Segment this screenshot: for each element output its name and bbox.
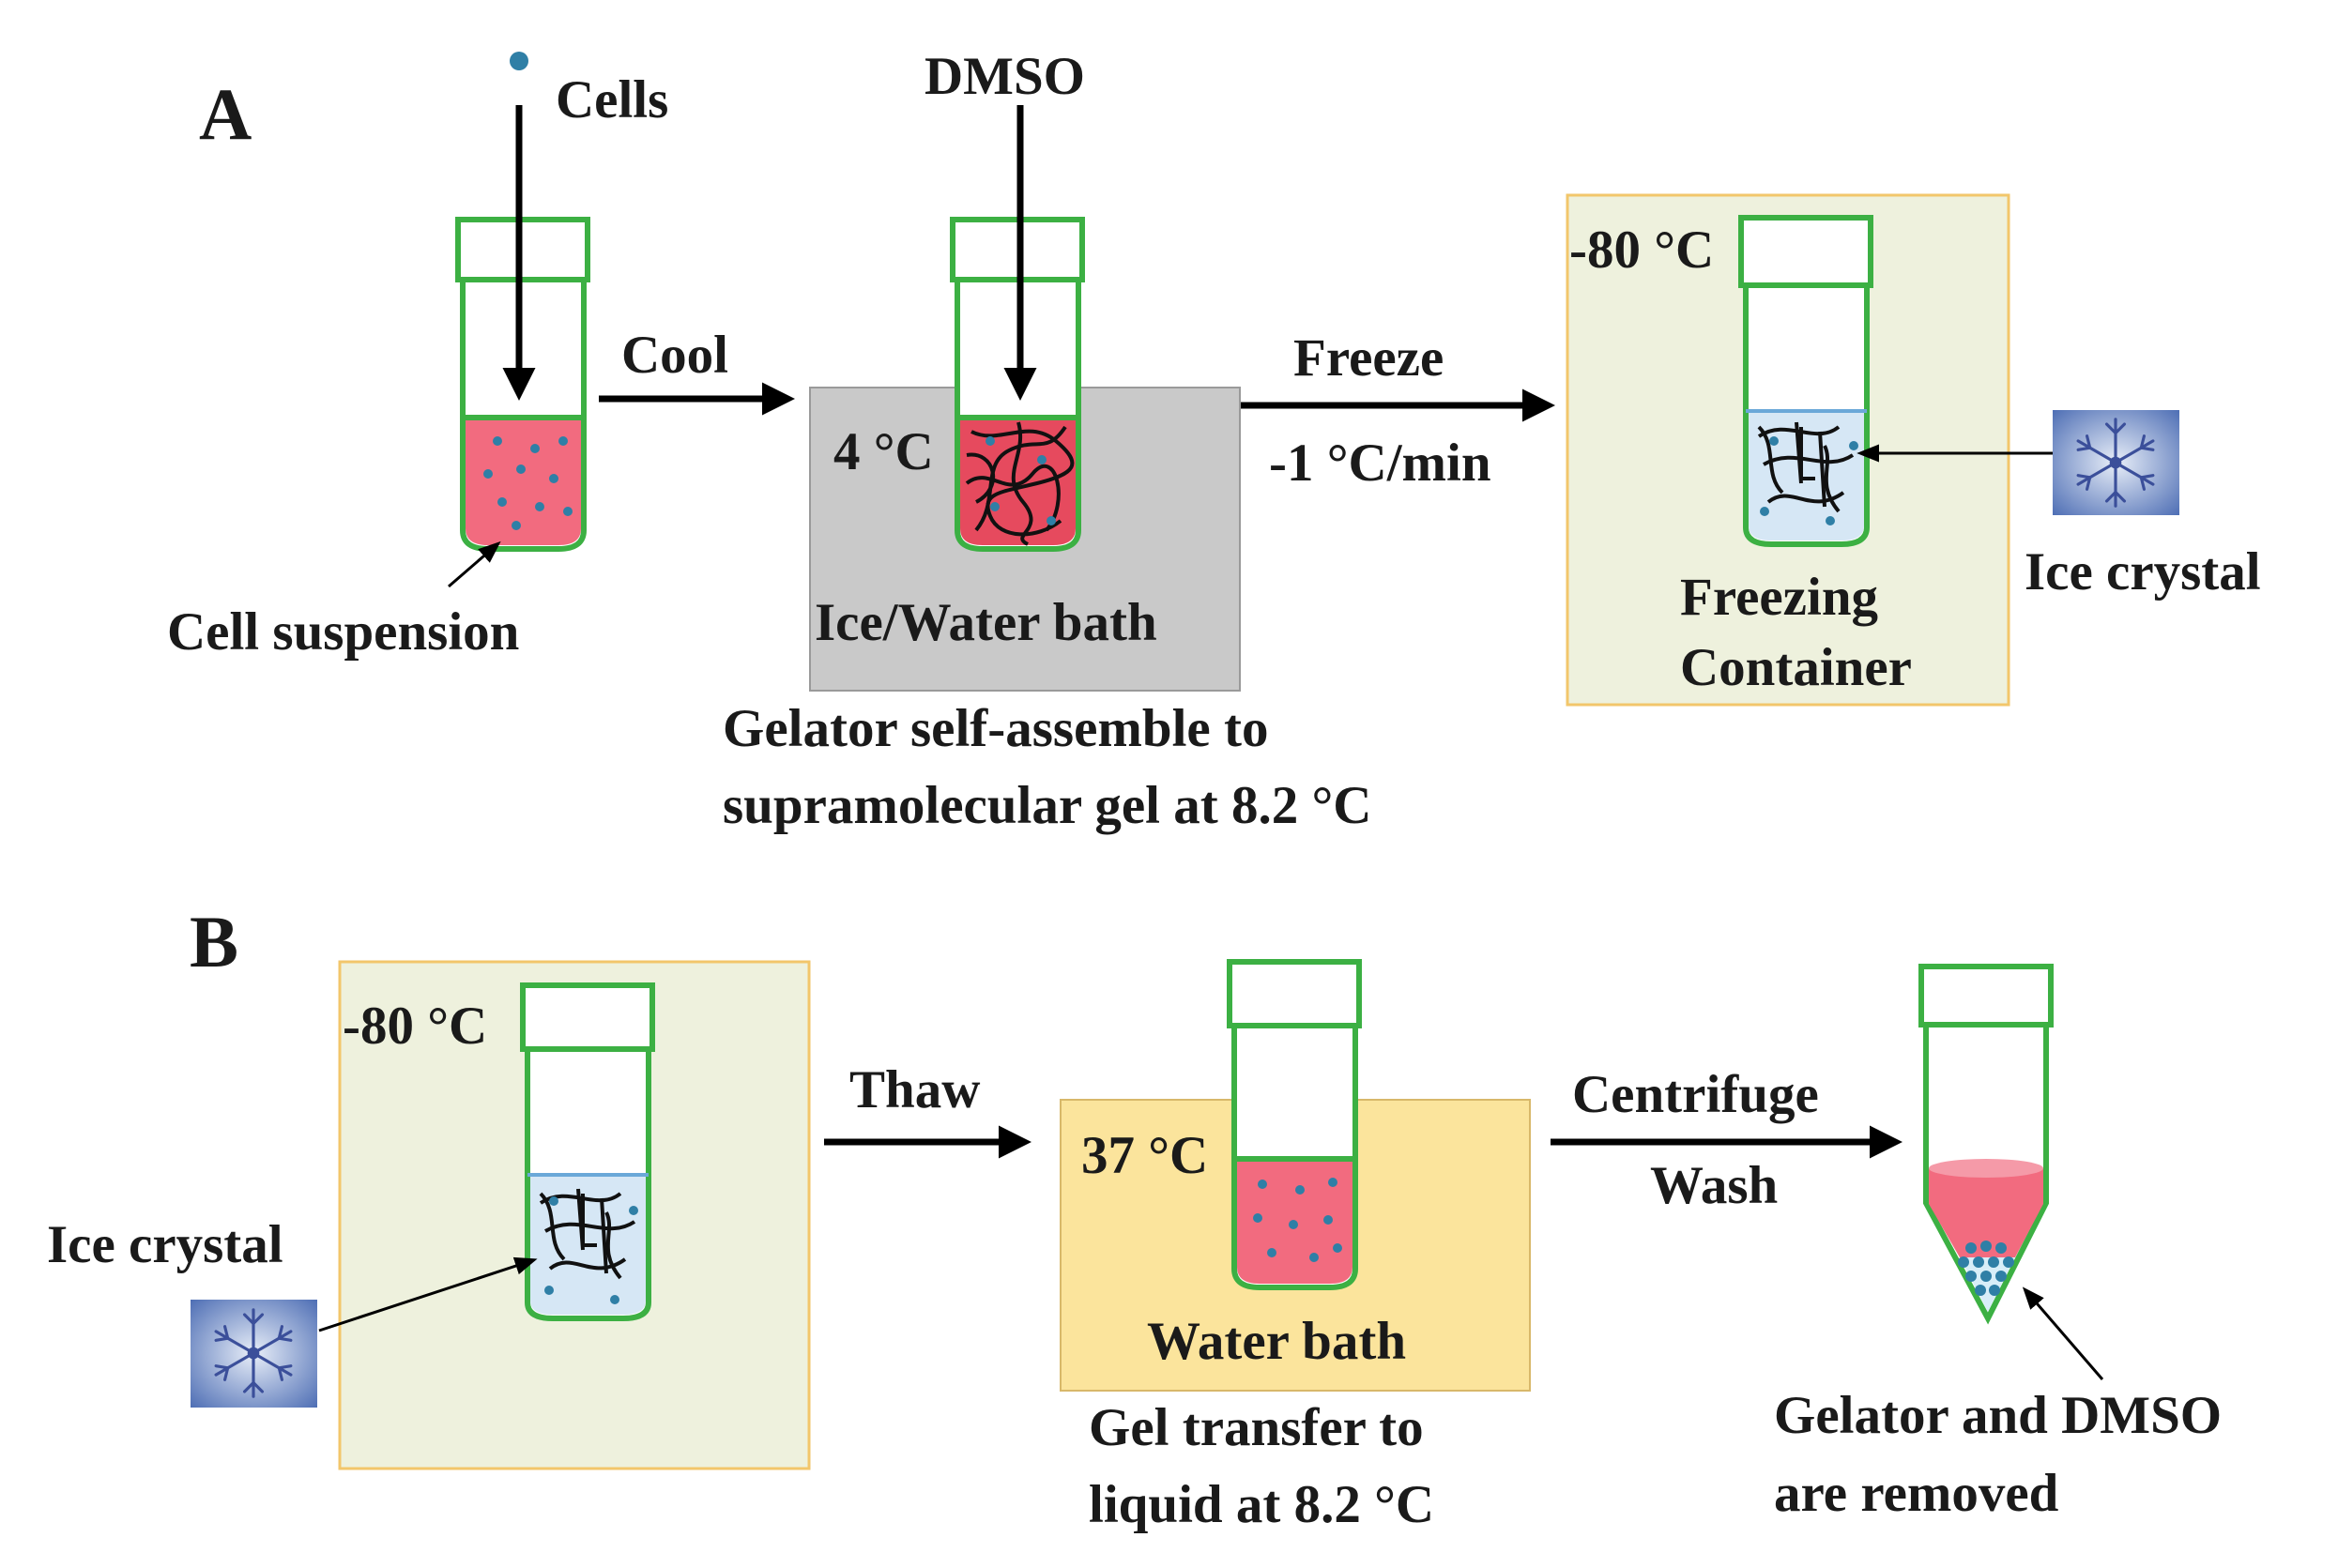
cell-suspension-pointer xyxy=(448,540,501,588)
dmso-label: DMSO xyxy=(925,47,1085,106)
gelator-caption-line2: supramolecular gel at 8.2 °C xyxy=(723,776,1371,835)
centrifuge-label: Centrifuge xyxy=(1572,1065,1819,1124)
gel-caption-line2: liquid at 8.2 °C xyxy=(1089,1475,1434,1534)
pelleted-cells xyxy=(1958,1241,2014,1296)
tube-cap xyxy=(1738,215,1873,288)
tube-cap xyxy=(520,982,655,1052)
tube-gel xyxy=(950,217,1085,552)
temp-minus80-label: -80 °C xyxy=(1569,221,1714,280)
tube-cap xyxy=(1227,959,1362,1028)
ice-crystal-label-b: Ice crystal xyxy=(47,1215,283,1274)
tube-cell-suspension xyxy=(455,217,590,552)
ice-water-bath-label: Ice/Water bath xyxy=(815,593,1157,652)
temp-37c-label: 37 °C xyxy=(1081,1126,1208,1185)
removed-caption-line1: Gelator and DMSO xyxy=(1774,1386,2222,1445)
tube-thawed xyxy=(1227,959,1362,1290)
wash-label: Wash xyxy=(1650,1156,1778,1215)
tube-frozen-b xyxy=(520,982,655,1321)
water-bath-label: Water bath xyxy=(1147,1312,1406,1371)
freeze-label: Freeze xyxy=(1293,328,1444,388)
removed-caption-line2: are removed xyxy=(1774,1464,2059,1523)
panel-b-letter: B xyxy=(190,901,238,982)
snowflake-icon xyxy=(2053,410,2179,515)
tube-frozen xyxy=(1738,215,1873,547)
thaw-label: Thaw xyxy=(849,1060,980,1119)
tube-cap xyxy=(455,217,590,282)
temp-minus80-label-b: -80 °C xyxy=(343,997,487,1056)
ice-crystal-label-a: Ice crystal xyxy=(2025,542,2261,601)
cool-label: Cool xyxy=(621,326,728,385)
panel-a-letter: A xyxy=(199,73,252,155)
tube-conical xyxy=(1918,964,2054,1325)
cells-dots xyxy=(483,436,573,530)
cell-droplet-icon xyxy=(510,52,528,70)
gelator-caption-line1: Gelator self-assemble to xyxy=(723,699,1268,758)
temp-4c-label: 4 °C xyxy=(833,422,934,481)
freezing-container-line2: Container xyxy=(1680,638,1912,697)
gel-caption-line1: Gel transfer to xyxy=(1089,1398,1424,1457)
snowflake-icon xyxy=(191,1300,317,1408)
freezing-container-line1: Freezing xyxy=(1680,568,1878,627)
freeze-rate-label: -1 °C/min xyxy=(1269,434,1491,493)
ice-crystal-pointer-b xyxy=(318,1256,538,1332)
cell-suspension-label: Cell suspension xyxy=(167,602,519,662)
removed-pointer xyxy=(2022,1286,2104,1380)
cells-label: Cells xyxy=(556,70,668,129)
tube-cap xyxy=(1918,964,2054,1028)
